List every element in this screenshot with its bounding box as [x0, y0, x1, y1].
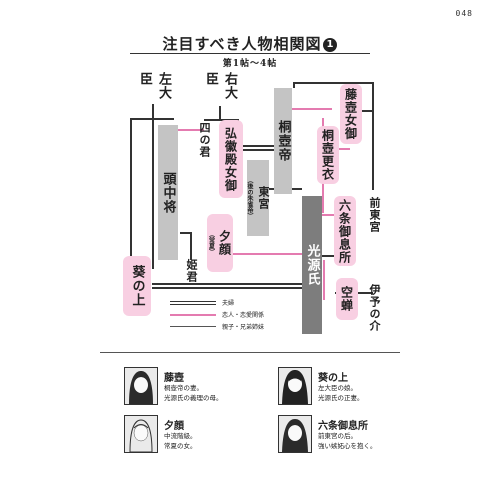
line-tono-shino-love [178, 129, 204, 131]
line-aoi-genji-1 [152, 283, 302, 285]
line-tono-yugao [180, 232, 192, 234]
person-hikaru-genji: 光源氏 [302, 196, 322, 334]
line-fujitsubo-link [352, 110, 372, 112]
profile-yugao: 夕顔 中流階級。 常夏の女。 [124, 415, 264, 455]
title-text: 注目すべき人物相関図 [162, 35, 322, 53]
portrait-rokujo [278, 415, 312, 453]
page-subtitle: 第1帖～4帖 [222, 59, 278, 69]
legend-love-label: 恋人・恋愛関係 [222, 312, 265, 319]
line-genji-yugao-love [230, 253, 305, 255]
page-number: 048 [455, 9, 473, 18]
portrait-fujitsubo [124, 367, 158, 405]
legend-love: 恋人・恋愛関係 [170, 310, 264, 319]
line-right-down [372, 82, 374, 190]
person-kokiden: 弘徽殿女御 [219, 120, 243, 198]
legend-couple-label: 夫婦 [222, 300, 235, 307]
legend-family-line [170, 326, 216, 327]
profile-section: 藤壺 桐壺帝の妻。 光源氏の義理の母。 葵の上 左大臣の娘。 光源氏の正妻。 夕… [100, 352, 400, 465]
line-kiri-fuji-love [292, 108, 332, 110]
profile-rokujo: 六条御息所 前東宮の后。 強い嫉妬心を抱く。 [278, 415, 398, 455]
person-migi-daijin: 右大臣 [203, 72, 237, 100]
person-fujitsubo: 藤壺女御 [340, 84, 362, 144]
person-aoi-no-ue: 葵の上 [123, 256, 151, 316]
person-saki-togu: 前東宮 [368, 197, 381, 233]
line-hidari-branch [130, 118, 174, 120]
line-aoi-genji-2 [152, 287, 302, 289]
line-kokiden-kiri-2 [240, 149, 280, 151]
line-yugao-hime [190, 232, 192, 260]
title-rule [130, 53, 370, 54]
line-genji-rokujo [320, 255, 338, 257]
person-utsusemi: 空蝉 [336, 278, 358, 320]
line-kiri-top-h [293, 82, 373, 84]
line-migi-branch [204, 119, 239, 121]
line-genji-rokujo-love [320, 214, 335, 216]
portrait-aoi [278, 367, 312, 405]
person-yugao: 夕顔 （常夏） [207, 214, 233, 272]
person-kiritsubo-tei: 桐壺帝 [274, 88, 292, 194]
person-himegimi: 姫君 [185, 259, 198, 283]
person-shinokimi: 四の君 [198, 122, 211, 158]
line-genji-utsu-love [323, 260, 325, 300]
legend-love-line [170, 313, 216, 316]
person-tono-chujo: 頭中将 [158, 125, 178, 260]
profile-fujitsubo: 藤壺 桐壺帝の妻。 光源氏の義理の母。 [124, 367, 264, 407]
legend-couple: 夫婦 [170, 298, 234, 307]
line-kokiden-kiri-1 [240, 145, 280, 147]
line-migi-down [219, 106, 221, 120]
legend-couple-line [170, 300, 216, 305]
portrait-yugao [124, 415, 158, 453]
title-number-badge: 1 [323, 38, 338, 52]
person-iyo-no-suke: 伊予の介 [368, 284, 381, 332]
legend-family-label: 親子・兄弟姉妹 [222, 324, 265, 331]
person-rokujo: 六条御息所 [334, 196, 356, 266]
line-hidari-down [130, 118, 132, 268]
person-togu: 東宮 （後の朱雀帝） [246, 160, 270, 236]
legend-family: 親子・兄弟姉妹 [170, 322, 264, 331]
line-hidari-aoi [152, 104, 154, 269]
person-hidari-daijin: 左大臣 [137, 72, 171, 100]
person-kiritsubo-koi: 桐壺更衣 [317, 126, 339, 184]
profile-aoi: 葵の上 左大臣の娘。 光源氏の正妻。 [278, 367, 398, 407]
line-kiri-top [293, 82, 295, 88]
